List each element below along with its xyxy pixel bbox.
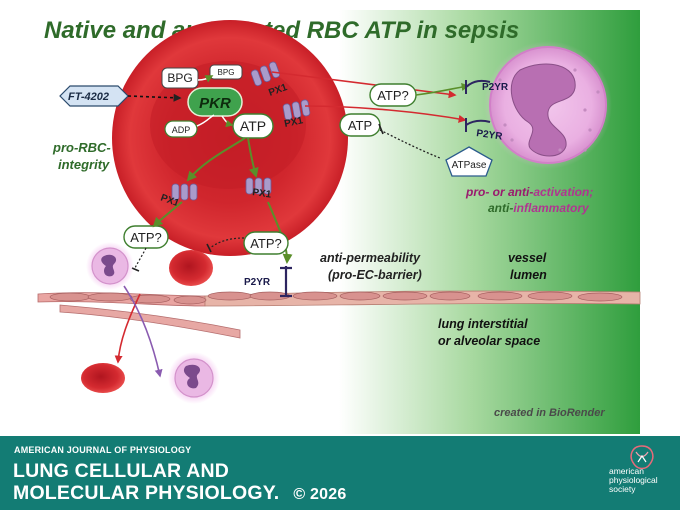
atp-right-label: ATP <box>348 118 372 133</box>
pkr-label: PKR <box>199 95 231 112</box>
atp-q-mid-label: ATP? <box>250 236 282 251</box>
vessel-label-1: vessel <box>508 251 547 265</box>
copyright-text: © 2026 <box>293 486 347 503</box>
pkr-to-atp-arrow <box>221 115 234 128</box>
px1-top-right-label: PX1 <box>283 115 304 130</box>
p2yr-receptor-top <box>465 79 491 94</box>
atpase-shape <box>445 146 493 177</box>
atp-q-left-label: ATP? <box>130 230 162 245</box>
anti-permeability-label-2: (pro-EC-barrier) <box>328 268 422 282</box>
lung-label-2: or alveolar space <box>438 334 540 348</box>
p2yr-receptor-mid <box>465 118 491 132</box>
adp-label: ADP <box>172 125 191 135</box>
endothelium-cells <box>49 291 623 305</box>
pkr-enzyme <box>187 87 243 117</box>
px1-channel-bottom-left <box>171 183 198 201</box>
atp-to-px1-right-arrow <box>247 137 259 178</box>
bpg-small-label: BPG <box>218 68 235 77</box>
px1-bottom-right-label: PX1 <box>252 187 273 201</box>
px1-to-p2yr-top-arrow <box>271 71 457 99</box>
anti-permeability-label-1: anti-permeability <box>320 251 421 265</box>
atpase-label: ATPase <box>452 160 487 171</box>
ft4202-arrow <box>127 93 182 102</box>
neutrophil-nucleus <box>510 63 576 157</box>
atp-q-mid-pill <box>243 231 289 255</box>
neutrophil-left-nucleus <box>101 254 117 277</box>
society-name-line-1: american <box>609 466 644 476</box>
bpg-small-box <box>209 64 243 80</box>
journal-title-line-2: MOLECULAR PHYSIOLOGY. © 2026 <box>13 482 346 505</box>
px1-channel-bottom-right <box>245 177 272 195</box>
bpg-large-box <box>161 67 199 89</box>
adp-to-pkr-line <box>196 114 215 127</box>
rbc-bottom <box>81 363 125 393</box>
pro-rbc-label-2: integrity <box>58 157 110 172</box>
neutrophil-bottom-nucleus <box>183 364 201 389</box>
activation-label-2: anti-inflammatory <box>488 201 590 215</box>
bpg-large-label: BPG <box>167 71 192 85</box>
journal-footer: AMERICAN JOURNAL OF PHYSIOLOGY LUNG CELL… <box>0 436 680 510</box>
atp-to-atpase-line <box>379 129 441 159</box>
society-name-line-2: physiological <box>609 475 658 485</box>
atp-q-mid-dashed <box>209 237 245 249</box>
atp-to-px1-left-arrow <box>186 137 246 182</box>
px1-channel-top-left <box>250 61 281 87</box>
ft4202-label: FT-4202 <box>68 91 109 103</box>
atp-q-top-label: ATP? <box>377 88 409 103</box>
journal-title-line-2-text: MOLECULAR PHYSIOLOGY. <box>13 482 280 504</box>
p2yr-endo-label: P2YR <box>244 277 271 288</box>
society-name: american physiological society <box>609 467 677 494</box>
vessel-label-2: lumen <box>510 268 547 282</box>
journal-title-line-1: LUNG CELLULAR AND <box>13 460 230 482</box>
neutrophil-granules <box>498 68 600 152</box>
biorender-credit: created in BioRender <box>494 407 605 419</box>
society-logo-icon <box>630 445 654 470</box>
ft4202-badge <box>59 85 129 107</box>
px1-to-atp-q-left-arrow <box>152 201 183 228</box>
rbc-mid-left <box>169 250 213 286</box>
pro-rbc-label-1: pro-RBC- <box>52 140 111 155</box>
atpase-inhibit-bar <box>378 123 384 135</box>
adp-pill <box>164 120 198 138</box>
atp-q-mid-inhibit-bar <box>206 243 212 253</box>
rbc-transmigration-arrow <box>114 293 141 364</box>
px1-channel-top-right <box>282 99 311 121</box>
atp-main-label: ATP <box>240 118 266 134</box>
px1-to-p2yr-mid-arrow <box>304 105 467 123</box>
activation-label-1: pro- or anti-activation; <box>465 185 593 199</box>
diagram-canvas: Native and augmented RBC ATP in sepsis F… <box>37 10 641 434</box>
p2yr-top-label: P2YR <box>482 82 509 93</box>
journal-name: AMERICAN JOURNAL OF PHYSIOLOGY <box>14 445 192 455</box>
p2yr-mid-label: P2YR <box>476 128 504 143</box>
atp-q-to-p2yr-arrow <box>415 83 470 96</box>
society-name-line-3: society <box>609 484 636 494</box>
diagram-figure: Native and augmented RBC ATP in sepsis F… <box>37 10 641 434</box>
lung-label-1: lung interstitial <box>438 317 528 331</box>
p2yr-endo-receptor <box>280 266 292 298</box>
bpg-arrow <box>197 75 214 83</box>
atp-q-left-dashed <box>134 247 147 269</box>
neutrophil-transmigration-arrow <box>123 285 163 378</box>
